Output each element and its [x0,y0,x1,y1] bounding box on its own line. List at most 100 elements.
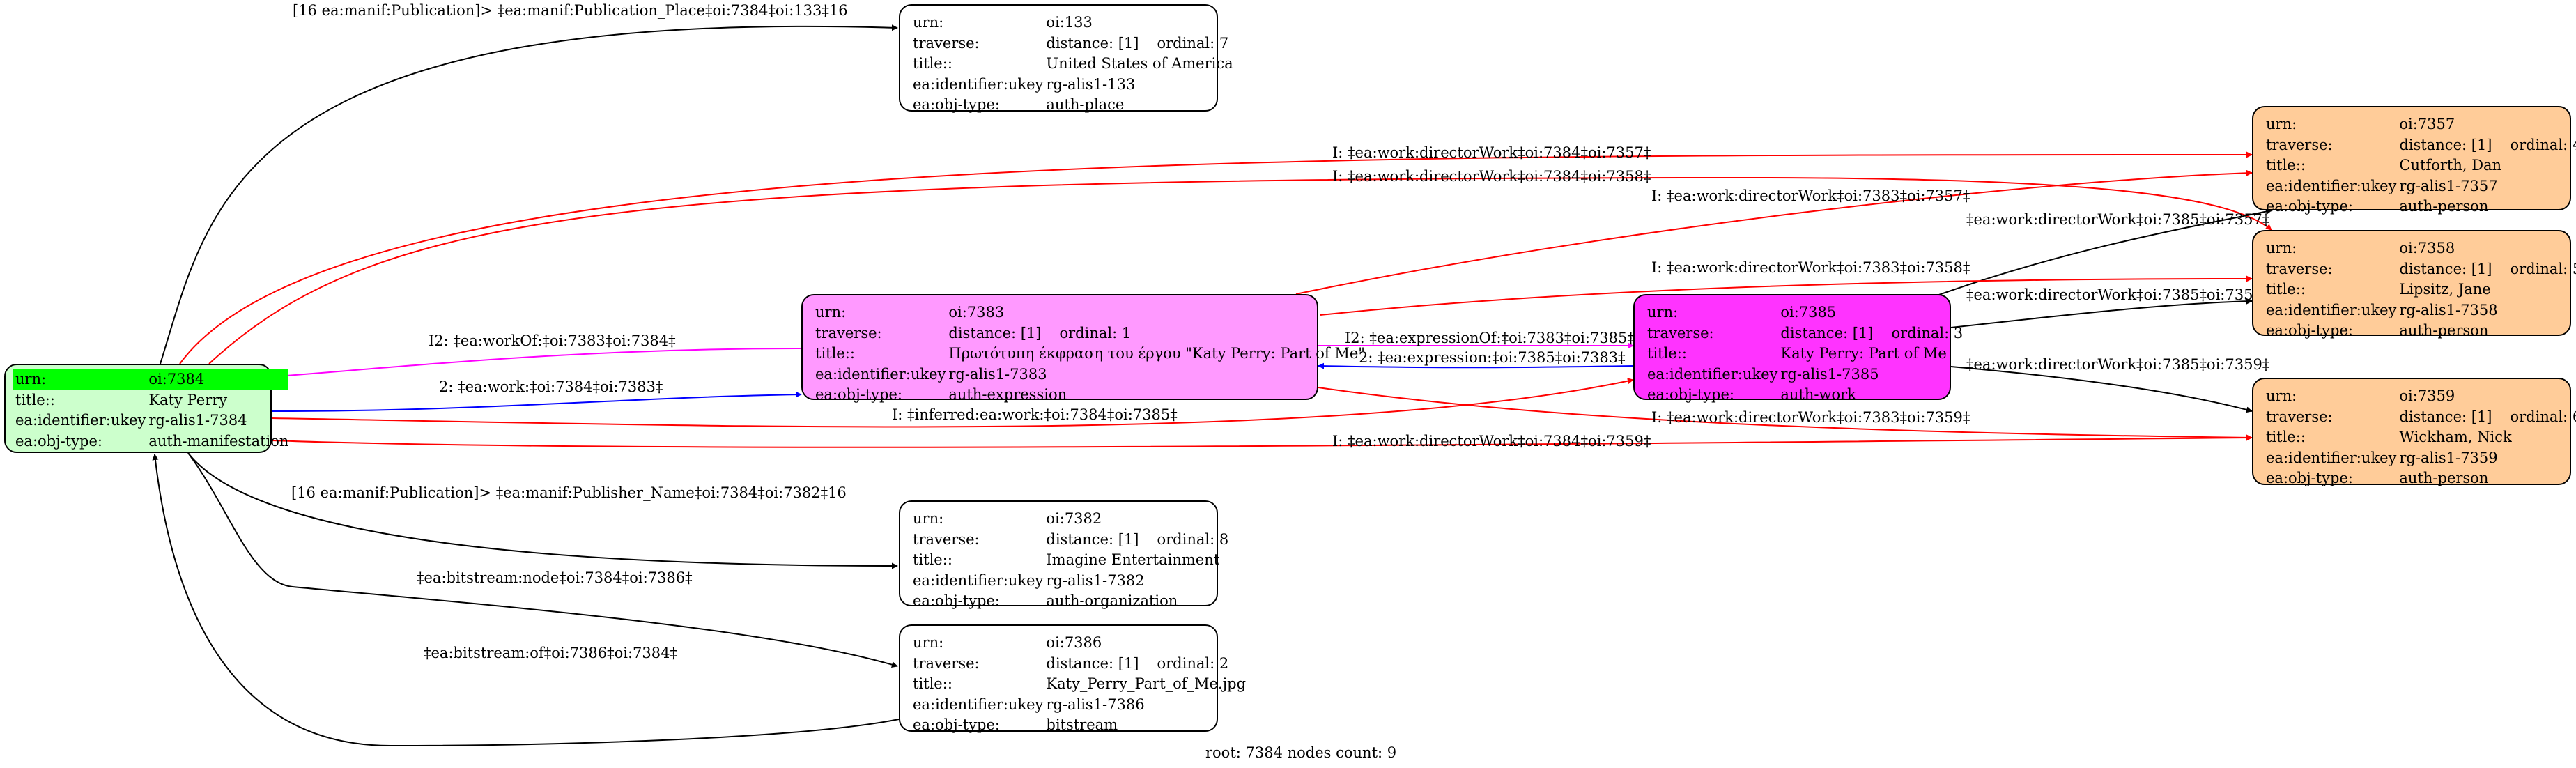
ukey-value: rg-alis1-7383 [948,365,1047,383]
urn-value: oi:133 [1046,14,1093,31]
ordinal-value: ordinal: 4 [2510,136,2576,153]
edge-path [271,391,802,412]
title-label: title:: [2266,281,2306,298]
edge-label: ‡ea:bitstream:node‡oi:7384‡oi:7386‡ [417,569,693,586]
ukey-value: rg-alis1-7359 [2399,449,2498,466]
edge-label: I: ‡ea:work:directorWork‡oi:7383‡oi:7359… [1651,409,1970,426]
traverse-label: traverse: [913,530,980,548]
edge-label: I: ‡ea:work:directorWork‡oi:7384‡oi:7359… [1332,433,1651,450]
urn-value: oi:7384 [148,371,205,387]
type-label: ea:obj-type: [15,432,102,450]
edge-path [1950,366,2253,413]
type-label: ea:obj-type: [913,96,1000,113]
edge-path [187,452,898,668]
edge-path [1320,275,2253,316]
edge-label: I: ‡ea:work:directorWork‡oi:7384‡oi:7358… [1332,168,1651,185]
edge-label: 2: ‡ea:expression:‡oi:7385‡oi:7383‡ [1359,349,1626,366]
edge-path [187,452,898,569]
type-value: auth-person [2399,470,2489,486]
edge-path [179,151,2253,364]
type-value: auth-organization [1046,592,1178,609]
node-oi-133[interactable]: urn: oi:133 traverse: distance: [1]ordin… [899,4,1233,113]
ukey-value: rg-alis1-7384 [148,412,247,429]
distance-value: distance: [1] [2399,260,2492,277]
ukey-value: rg-alis1-133 [1046,75,1136,93]
title-label: title:: [2266,429,2306,445]
type-label: ea:obj-type: [2266,322,2353,339]
ukey-label: ea:identifier:ukey [2266,301,2397,318]
edge-path [1936,208,2272,296]
node-oi-7359[interactable]: urn: oi:7359 traverse: distance: [1]ordi… [2252,378,2576,486]
title-label: title:: [913,55,952,72]
edge-path [1318,387,2253,441]
ukey-label: ea:identifier:ukey [2266,449,2397,466]
title-value: Πρωτότυπη έκφραση του έργου "Katy Perry:… [948,345,1365,362]
type-value: auth-manifestation [148,432,289,450]
urn-value: oi:7383 [948,304,1005,321]
type-label: ea:obj-type: [1647,386,1734,403]
urn-value: oi:7357 [2399,116,2455,132]
type-label: ea:obj-type: [913,716,1000,733]
distance-value: distance: [1] [1780,324,1874,341]
edge-path [271,434,2253,448]
edge-label: ‡ea:work:directorWork‡oi:7385‡oi:7359‡ [1966,356,2269,373]
edge-label: I: ‡inferred:ea:work:‡oi:7384‡oi:7385‡ [892,406,1178,423]
urn-label: urn: [1647,304,1679,321]
edge-label: ‡ea:work:directorWork‡oi:7385‡oi:7357‡ [1966,211,2269,228]
node-oi-7382[interactable]: urn: oi:7382 traverse: distance: [1]ordi… [899,500,1228,609]
distance-value: distance: [1] [948,324,1042,341]
ukey-value: rg-alis1-7385 [1780,365,1879,383]
traverse-label: traverse: [2266,408,2333,425]
ukey-label: ea:identifier:ukey [913,571,1044,589]
distance-value: distance: [1] [1046,530,1139,548]
edge-path [271,378,1634,428]
edge-label: I2: ‡ea:workOf:‡oi:7383‡oi:7384‡ [429,332,676,349]
edge-path [1950,298,2253,328]
ukey-label: ea:identifier:ukey [15,412,146,429]
type-label: ea:obj-type: [815,386,902,403]
ordinal-value: ordinal: 3 [1891,324,1964,341]
title-label: title:: [913,551,952,568]
type-value: bitstream [1046,716,1118,733]
edge-label: 2: ‡ea:work:‡oi:7384‡oi:7383‡ [439,378,663,395]
urn-value: oi:7358 [2399,240,2455,256]
title-value: Wickham, Nick [2399,429,2512,445]
urn-label: urn: [2266,116,2297,132]
title-value: Imagine Entertainment [1046,551,1220,568]
traverse-label: traverse: [1647,324,1714,341]
node-oi-7358[interactable]: urn: oi:7358 traverse: distance: [1]ordi… [2252,230,2576,339]
edge-path [160,24,898,364]
ukey-label: ea:identifier:ukey [2266,177,2397,194]
urn-value: oi:7359 [2399,387,2455,404]
urn-label: urn: [913,510,944,527]
urn-label: urn: [913,14,944,31]
ukey-value: rg-alis1-7358 [2399,301,2498,318]
title-value: United States of America [1046,55,1233,72]
distance-value: distance: [1] [2399,408,2492,425]
ukey-value: rg-alis1-7357 [2399,177,2498,194]
title-value: Cutforth, Dan [2399,157,2502,174]
traverse-label: traverse: [2266,136,2333,153]
urn-label: urn: [913,634,944,651]
node-oi-7386[interactable]: urn: oi:7386 traverse: distance: [1]ordi… [899,624,1246,733]
node-oi-7357[interactable]: urn: oi:7357 traverse: distance: [1]ordi… [2252,106,2576,215]
node-oi-7384[interactable]: urn: oi:7384 title:: Katy Perry ea:ident… [4,364,289,453]
title-label: title:: [2266,157,2306,174]
edge-label: I: ‡ea:work:directorWork‡oi:7383‡oi:7358… [1651,259,1970,276]
ukey-label: ea:identifier:ukey [913,75,1044,93]
traverse-label: traverse: [2266,260,2333,277]
edge-path [1318,362,1634,369]
node-oi-7385[interactable]: urn: oi:7385 traverse: distance: [1] ordi… [1633,294,1963,403]
type-label: ea:obj-type: [913,592,1000,609]
title-label: title:: [815,345,855,362]
ukey-label: ea:identifier:ukey [815,365,946,383]
edge-path [152,454,900,747]
ordinal-value: ordinal: 2 [1157,654,1229,672]
node-oi-7383[interactable]: urn: oi:7383 traverse: distance: [1]ordi… [801,294,1365,403]
type-value: auth-place [1046,96,1125,113]
title-value: Katy_Perry_Part_of_Me.jpg [1046,675,1247,692]
urn-value: oi:7385 [1780,304,1837,321]
ukey-label: ea:identifier:ukey [913,696,1044,713]
